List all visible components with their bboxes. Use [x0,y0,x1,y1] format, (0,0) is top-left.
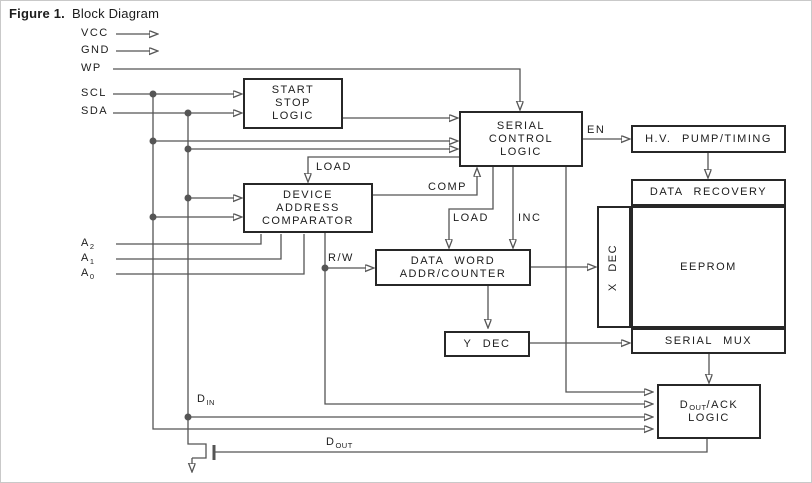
block-serial-control-logic: SERIAL CONTROL LOGIC [459,111,583,167]
pin-scl: SCL [81,87,107,99]
wire-scl-trunk [152,94,645,429]
wire-serial-control-to-doutack [565,167,645,392]
junction-scl-serial [149,137,157,145]
junction-sda-serial [184,145,192,153]
wire-a0 [116,234,305,275]
pin-wp: WP [81,62,102,74]
block-y-dec: Y DEC [444,331,530,357]
wire-load-to-dataword [449,167,494,240]
block-data-recovery: DATA RECOVERY [631,179,786,206]
figure-number: Figure 1. [9,6,65,21]
junction-sda-top [184,109,192,117]
wire-wp [113,68,520,102]
figure-title: Figure 1. Block Diagram [9,6,159,21]
junction-sda-comparator [184,194,192,202]
block-eeprom: EEPROM [631,206,786,328]
wire-sda-trunk-mosfet-drain [187,113,207,459]
pin-a0: A0 [81,267,95,281]
block-dout-ack-logic: DOUT/ACK LOGIC [657,384,761,439]
pin-vcc: VCC [81,27,109,39]
block-serial-mux: SERIAL MUX [631,328,786,354]
block-start-stop-logic: START STOP LOGIC [243,78,343,129]
wire-comp-to-serial-control [373,176,477,196]
wire-load-to-comparator [308,156,459,174]
block-hv-pump-timing: H.V. PUMP/TIMING [631,125,786,153]
junction-din [184,413,192,421]
label-dout: DOUT [326,436,353,450]
block-device-address-comparator: DEVICE ADDRESS COMPARATOR [243,183,373,233]
figure-caption: Block Diagram [71,6,160,21]
junction-scl-comparator [149,213,157,221]
pin-gnd: GND [81,44,110,56]
junction-scl-top [149,90,157,98]
pin-a1: A1 [81,252,95,266]
label-en: EN [587,124,606,136]
pin-a2: A2 [81,237,95,251]
label-rw: R/W [328,252,354,264]
block-x-dec: X DEC [597,206,631,328]
wire-a1 [116,234,282,260]
label-inc: INC [518,212,542,224]
block-data-word-addr-counter: DATA WORD ADDR/COUNTER [375,249,531,286]
label-load-upper: LOAD [316,161,352,173]
label-load-lower: LOAD [453,212,489,224]
label-comp: COMP [428,181,467,193]
junction-rw [321,264,329,272]
pin-sda: SDA [81,105,109,117]
wire-rw-trunk-to-doutack [324,233,645,404]
wire-a2 [116,234,262,245]
wire-dout [215,439,708,453]
label-din: DIN [197,393,215,407]
